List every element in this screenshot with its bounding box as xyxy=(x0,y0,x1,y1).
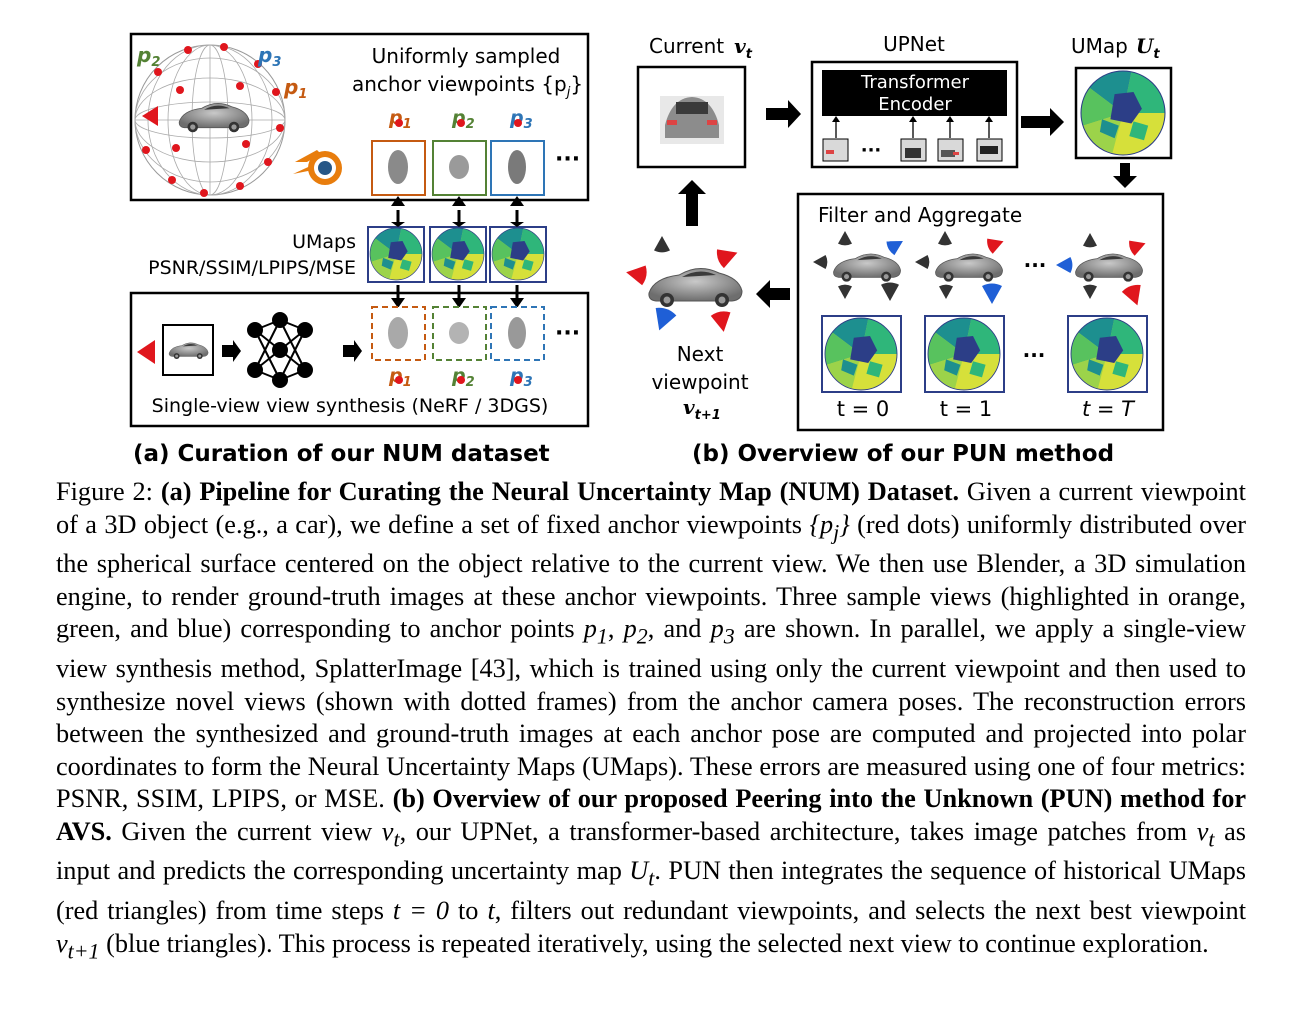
synthesis-box xyxy=(129,291,590,428)
math-t: t xyxy=(487,896,495,925)
math-t0: t = 0 xyxy=(392,896,450,925)
caption-text: , filters out redundant viewpoints, and … xyxy=(494,896,1247,925)
blender-logo xyxy=(293,150,342,185)
next-viewpoint-var: vt+1 xyxy=(683,395,721,423)
math-Ut: Ut xyxy=(629,856,655,891)
caption-text: are shown. In parallel, we apply a singl… xyxy=(56,614,1247,813)
caption-text: as input and predicts the corresponding … xyxy=(56,816,1247,886)
anchor-label: p3 xyxy=(509,107,533,132)
caption-text: . PUN then integrates the sequence of hi… xyxy=(56,856,1247,925)
image-patches: ··· xyxy=(822,116,1003,162)
math-p3: p3 xyxy=(710,614,735,649)
anchor-sphere xyxy=(134,43,286,197)
umaps-label: UMaps xyxy=(292,231,356,253)
umap-ellipsis: ··· xyxy=(1023,343,1046,367)
anchor-ellipsis-top: ··· xyxy=(555,147,580,172)
time-label: t = 0 xyxy=(837,397,890,421)
next-viewpoint-label-line2: viewpoint xyxy=(651,370,748,394)
caption-text: , and xyxy=(647,614,702,644)
filter-aggregate-box xyxy=(796,192,1165,432)
math-p1: p1 xyxy=(583,614,608,649)
caption-text: (blue triangles). This process is repeat… xyxy=(106,928,1209,958)
umap-p1 xyxy=(369,227,423,281)
math-vt: vt xyxy=(1196,816,1215,851)
caption-text: to xyxy=(458,896,479,925)
math-p2: p2 xyxy=(623,614,648,649)
anchor-title: Uniformly sampled xyxy=(372,44,561,68)
history-ellipsis: ··· xyxy=(1024,253,1047,277)
svg-text:···: ··· xyxy=(861,140,882,161)
upnet-label: UPNet xyxy=(883,32,945,56)
caption-b-heading: (b) Overview of our proposed Peering int… xyxy=(56,784,1247,846)
math-vt: vt xyxy=(381,816,400,851)
time-label: t = 1 xyxy=(940,397,993,421)
umap-tT xyxy=(1070,317,1144,391)
caption-text: Given a current viewpoint of a 3D object… xyxy=(56,477,1246,539)
caption-text: (red dots) uniformly distributed over th… xyxy=(56,509,1247,644)
umap-p3 xyxy=(491,227,545,281)
figure-2: p2 p3 p1 Uniformly sampled anchor viewpo… xyxy=(129,32,1173,432)
figure-label: Figure 2: xyxy=(56,477,153,506)
next-viewpoint-car xyxy=(624,236,743,335)
caption-a-heading: (a) Pipeline for Curating the Neural Unc… xyxy=(160,477,960,506)
panel-a: p2 p3 p1 Uniformly sampled anchor viewpo… xyxy=(129,32,590,428)
anchor-ellipsis-bottom: ··· xyxy=(555,321,580,346)
caption-text: , our UPNet, a transformer-based archite… xyxy=(399,816,1188,846)
anchor-title-line2: anchor viewpoints {pj} xyxy=(352,72,583,100)
figure-caption: Figure 2: (a) Pipeline for Curating the … xyxy=(56,477,1247,963)
anchor-render-box xyxy=(129,32,590,202)
umap-p2 xyxy=(431,227,485,281)
subfigure-a-title: (a) Curation of our NUM dataset xyxy=(133,441,550,467)
umaps-metrics-label: PSNR/SSIM/LPIPS/MSE xyxy=(148,257,356,279)
caption-text: Given the current view xyxy=(121,816,373,846)
current-view-image xyxy=(660,96,724,144)
filter-aggregate-label: Filter and Aggregate xyxy=(818,203,1022,227)
math-anchor-set: {pj} xyxy=(809,509,850,544)
transformer-encoder-block xyxy=(822,70,1007,116)
umap-output xyxy=(1080,70,1166,156)
encoder-label-line2: Encoder xyxy=(878,94,952,115)
subfigure-b-title: (b) Overview of our PUN method xyxy=(692,441,1115,467)
time-label: t = T xyxy=(1082,397,1136,421)
anchor-labels-top: p1 p2 p3 xyxy=(388,107,533,132)
math-vt1: vt+1 xyxy=(56,928,100,963)
sphere-label-p2: p2 xyxy=(136,43,160,70)
synthesis-label: Single-view view synthesis (NeRF / 3DGS) xyxy=(152,395,549,417)
anchor-labels-bottom: p1 p2 p3 xyxy=(388,365,533,390)
umap-t0 xyxy=(824,317,898,391)
sphere-label-p1: p1 xyxy=(283,75,307,102)
next-viewpoint-label: Next xyxy=(677,342,724,366)
sphere-label-p3: p3 xyxy=(257,43,281,70)
encoder-label: Transformer xyxy=(860,72,970,93)
neural-network-icon xyxy=(247,312,313,388)
umap-t1 xyxy=(927,317,1001,391)
